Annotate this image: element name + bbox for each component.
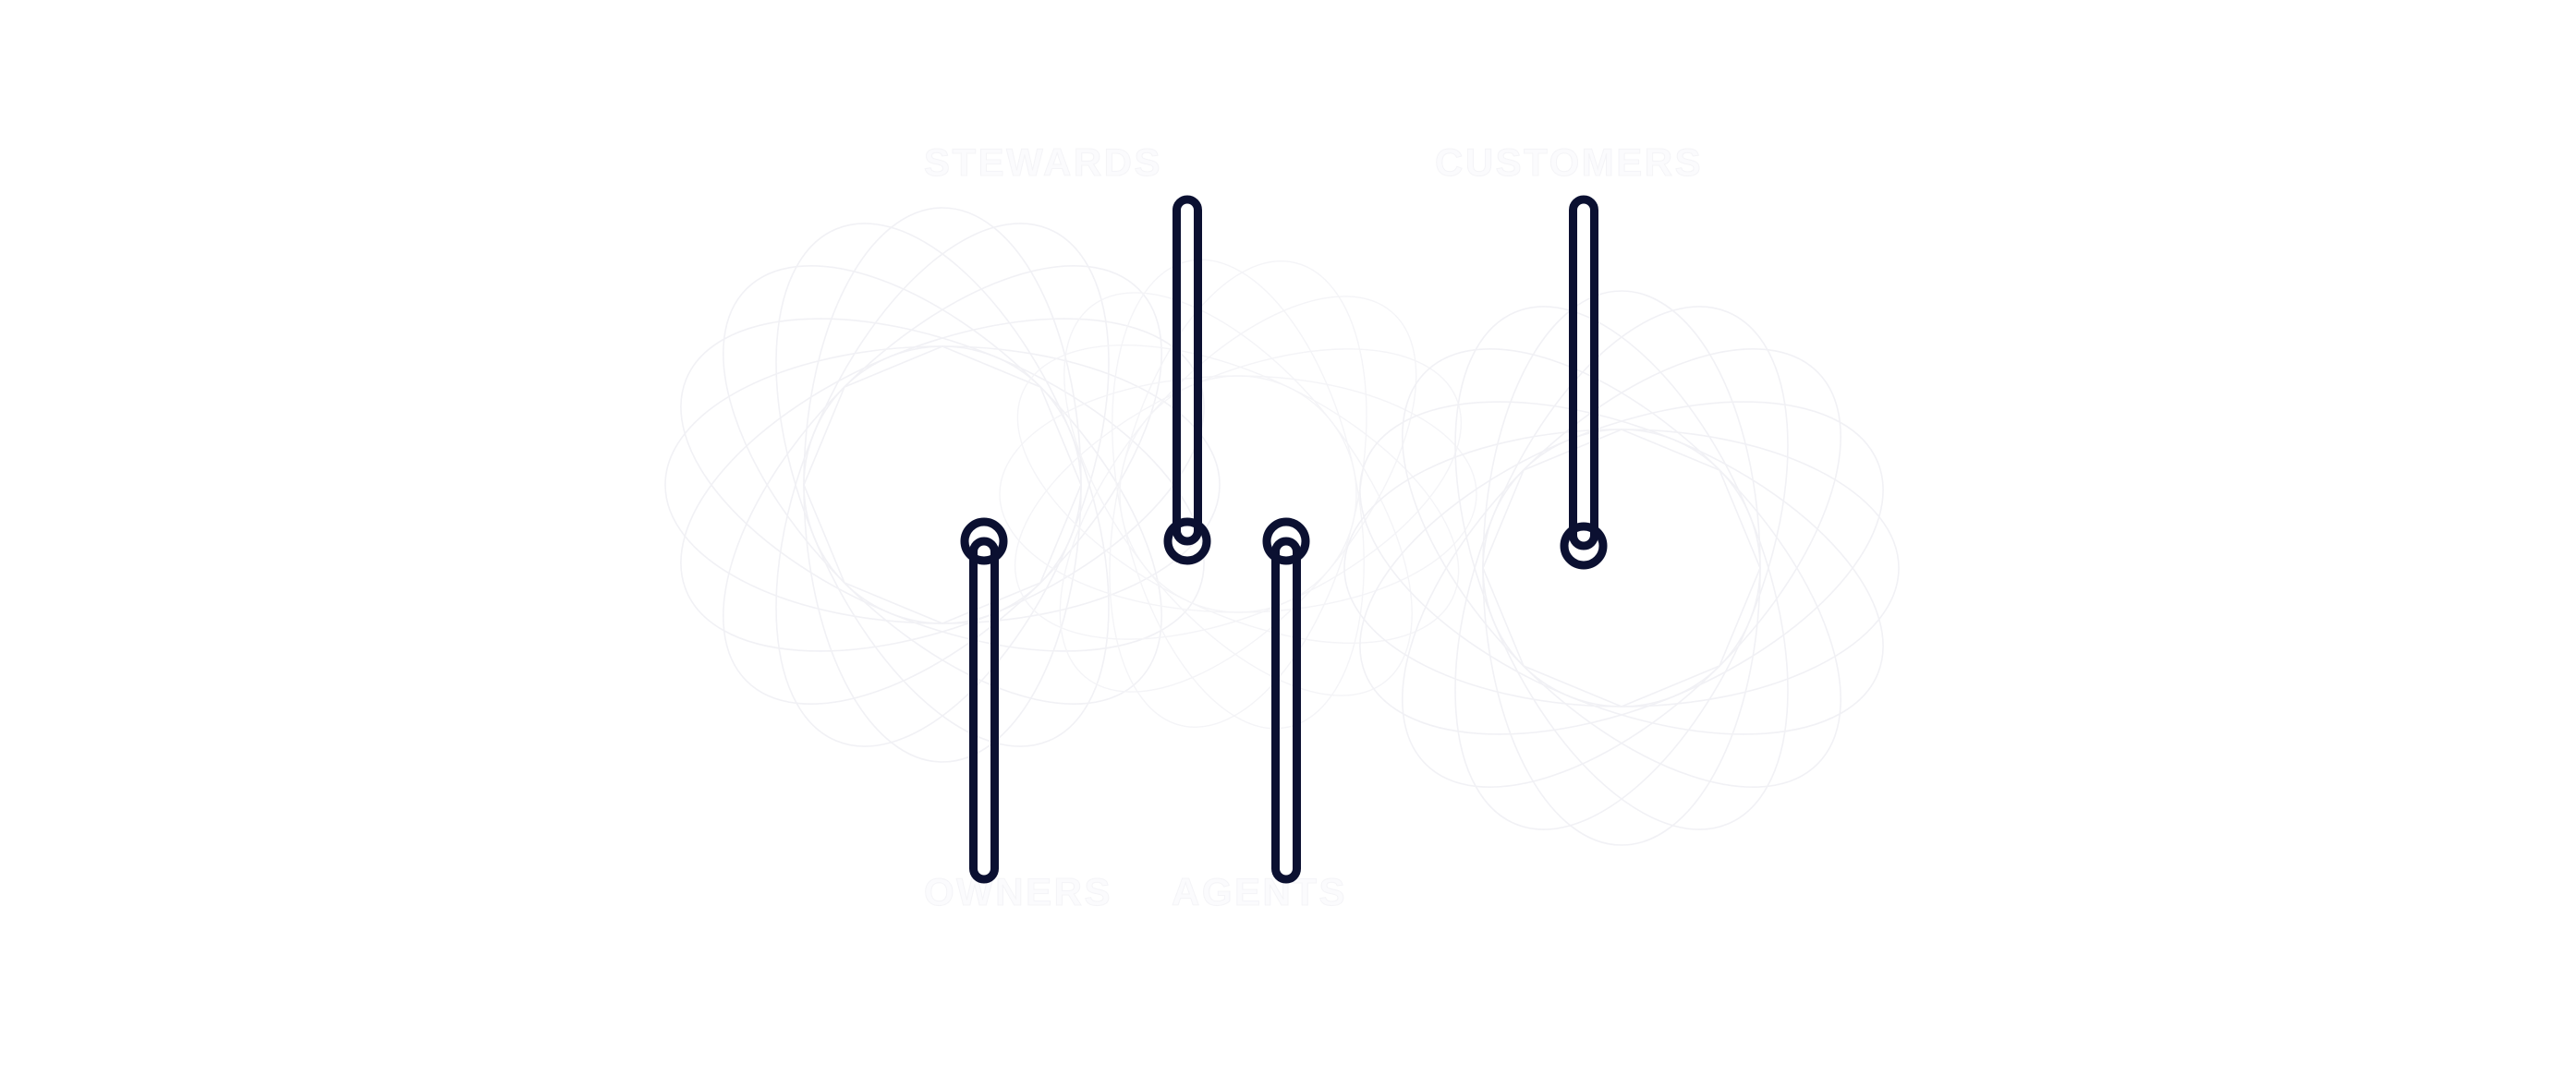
slider-label-owners: OWNERS (924, 870, 1112, 914)
atom-orbital-graphic-middle (999, 259, 1477, 730)
atom-orbital-graphic-right (1343, 290, 1900, 846)
slider-agents[interactable] (1249, 508, 1323, 887)
slider-track-owners[interactable] (969, 537, 999, 884)
slider-owners[interactable] (947, 508, 1021, 887)
slider-stewards[interactable] (1150, 194, 1224, 582)
slider-knob-stewards[interactable] (1163, 517, 1211, 565)
slider-track-stewards[interactable] (1173, 195, 1202, 546)
atom-orbital-graphic-left (664, 207, 1221, 763)
slider-knob-customers[interactable] (1560, 522, 1608, 570)
slider-label-agents: AGENTS (1171, 870, 1348, 914)
slider-track-customers[interactable] (1569, 195, 1598, 550)
slider-label-stewards: STEWARDS (923, 140, 1163, 185)
slider-customers[interactable] (1547, 194, 1621, 586)
slider-track-agents[interactable] (1271, 537, 1301, 884)
slider-label-customers: CUSTOMERS (1434, 140, 1704, 185)
slider-knob-owners[interactable] (960, 517, 1008, 565)
slider-knob-agents[interactable] (1262, 517, 1310, 565)
